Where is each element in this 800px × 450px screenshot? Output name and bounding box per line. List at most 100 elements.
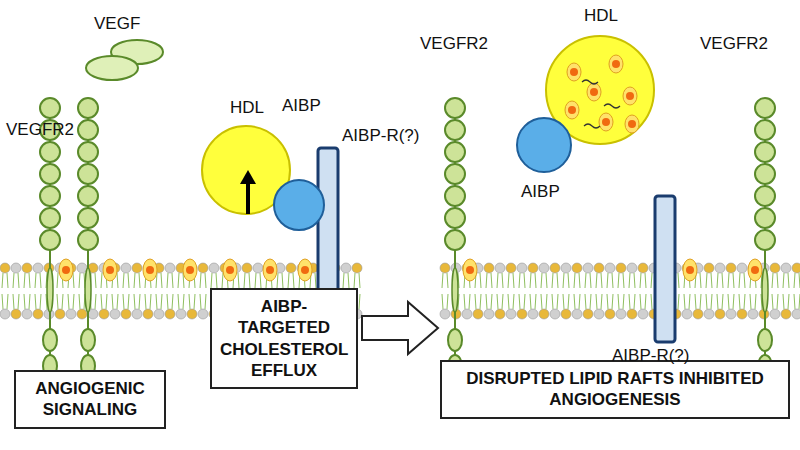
cholesterol [143,259,157,281]
lipid-tail [282,273,283,288]
lipid-tail [552,294,553,309]
lipid-tail [530,273,531,288]
lipid-tail [728,294,729,309]
lipid-head [550,263,560,273]
cholesterol [568,106,576,114]
lipid-head [341,263,351,273]
lipid-tail [491,273,492,288]
lipid-tail [178,273,179,288]
lipid-tail [343,273,344,288]
lipid-head [352,263,362,273]
block-arrow [362,302,438,354]
receptor-domain [40,142,60,162]
lipid-head [781,263,791,273]
lipid-tail [799,273,800,288]
receptor-domain [445,98,465,118]
node-label: AIBP [521,182,560,202]
lipid-head [605,263,615,273]
lipid-head [528,263,538,273]
lipid-tail [524,294,525,309]
lipid-tail [139,294,140,309]
cholesterol [570,68,578,76]
lipid-head [495,263,505,273]
cholesterol [266,266,274,274]
text-box: AIBP-TARGETED CHOLESTEROL EFFLUX [210,288,358,389]
lipid-head [22,263,32,273]
lipid-tail [717,294,718,309]
lipid-tail [348,273,349,288]
lipid-head [616,263,626,273]
lipid-tail [277,273,278,288]
lipid-head [506,263,516,273]
cholesterol [301,266,309,274]
lipid-tail [447,273,448,288]
lipid-tail [502,273,503,288]
lipid-head [132,263,142,273]
lipid-tail [57,294,58,309]
cholesterol [609,55,623,73]
lipid-tail [772,273,773,288]
receptor-domain [78,186,98,206]
lipid-tail [35,273,36,288]
membrane [0,259,800,319]
cholesterol [59,259,73,281]
lipid-tail [480,273,481,288]
lipid-head [792,263,800,273]
lipid-tail [260,273,261,288]
receptor-domain [755,186,775,206]
cholesterol [466,266,474,274]
lipid-tail [744,273,745,288]
lipid-tail [513,294,514,309]
lipid-tail [585,273,586,288]
lipid-head [715,309,725,319]
lipid-head [572,309,582,319]
lipid-head [440,309,450,319]
lipid-tail [464,294,465,309]
lipid-head [605,309,615,319]
lipid-tail [18,294,19,309]
lipid-head [715,263,725,273]
lipid-head [77,309,87,319]
receptor-domain [445,186,465,206]
lipid-tail [535,273,536,288]
lipid-tail [612,294,613,309]
lipid-tail [7,273,8,288]
kinase-domain [43,329,57,351]
lipid-tail [249,273,250,288]
lipid-head [11,263,21,273]
cholesterol [463,259,477,281]
lipid-tail [79,294,80,309]
lipid-tail [651,294,652,309]
lipid-tail [678,273,679,288]
cholesterol [183,259,197,281]
lipid-tail [62,294,63,309]
lipid-tail [442,273,443,288]
lipid-tail [101,294,102,309]
receptor-domain [40,164,60,184]
lipid-head [726,263,736,273]
lipid-tail [172,294,173,309]
lipid-tail [145,294,146,309]
lipid-head [33,263,43,273]
lipid-tail [546,273,547,288]
circle-outline [517,118,571,172]
text-box: ANGIOGENIC SIGNALING [14,370,166,429]
lipid-tail [18,273,19,288]
lipid-head [495,309,505,319]
lipid-tail [585,294,586,309]
lipid-tail [524,273,525,288]
lipid-head [638,309,648,319]
lipid-tail [596,273,597,288]
lipid-head [748,309,758,319]
transmembrane-domain [452,268,458,312]
lipid-head [726,309,736,319]
lipid-head [22,309,32,319]
lipid-head [550,309,560,319]
lipid-tail [799,294,800,309]
lipid-head [165,309,175,319]
receptor-domain [78,230,98,250]
receptor-domain [78,208,98,228]
lipid-head [770,263,780,273]
cholesterol [298,259,312,281]
lipid-tail [172,273,173,288]
